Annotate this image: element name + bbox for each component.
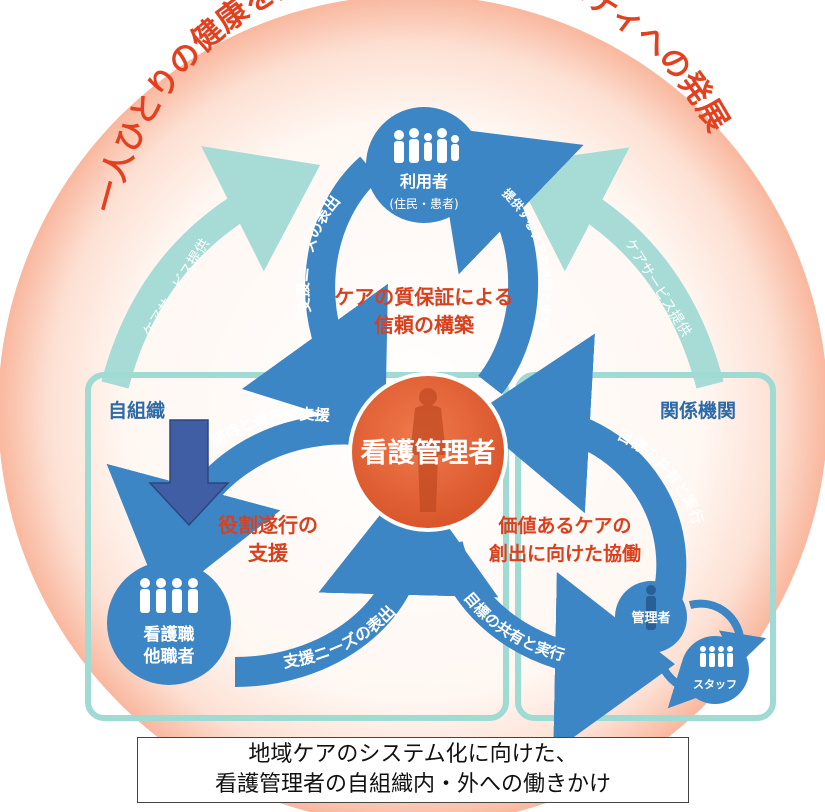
- caption-line1: 地域ケアのシステム化に向けた、: [248, 742, 578, 767]
- user-family-icon: [394, 128, 459, 163]
- staff-circle: [681, 636, 749, 704]
- top-cycle-center-line1: ケアの質保証による: [334, 285, 513, 309]
- nursing-staff-line1: 看護職: [143, 624, 195, 645]
- own-organization-title: 自組織: [108, 399, 165, 422]
- nursing-staff-circle: [107, 561, 231, 685]
- caption-line2: 看護管理者の自組織内・外への働きかけ: [214, 772, 611, 797]
- left-cycle-lower-arc: [234, 475, 499, 687]
- caption-box: 地域ケアのシステム化に向けた、 看護管理者の自組織内・外への働きかけ: [137, 737, 689, 803]
- left-cycle-center-line2: 支援: [248, 541, 289, 565]
- top-cycle-center-line2: 信頼の構築: [374, 313, 475, 337]
- indicator-down-arrow: [148, 419, 230, 527]
- user-sublabel: (住民・患者): [389, 197, 458, 211]
- staff-small-icon: [700, 646, 733, 667]
- manager-label: 管理者: [631, 610, 670, 626]
- left-care-service-arrow: [101, 146, 321, 389]
- nurse-manager-label: 看護管理者: [361, 437, 496, 469]
- left-cycle-center-line1: 役割遂行の: [218, 513, 318, 537]
- right-cycle-center-line1: 価値あるケアの: [497, 515, 631, 537]
- user-label: 利用者: [400, 172, 448, 191]
- manager-staff-loop-lower: [656, 658, 706, 709]
- right-cycle-lower-arc: [433, 540, 675, 752]
- right-cycle-center-line2: 創出に向けた協働: [489, 542, 641, 565]
- right-care-service-arrow: [510, 147, 724, 389]
- staff-group-icon: [140, 578, 198, 613]
- nursing-staff-line2: 他職者: [143, 646, 195, 667]
- nurse-manager-silhouette-icon: [410, 388, 446, 512]
- staff-label: スタッフ: [693, 678, 737, 691]
- top-cycle-left-arc: [241, 156, 389, 434]
- manager-staff-loop-upper: [688, 599, 767, 666]
- manager-person-icon: [646, 585, 656, 630]
- related-organizations-title: 関係機関: [660, 399, 736, 422]
